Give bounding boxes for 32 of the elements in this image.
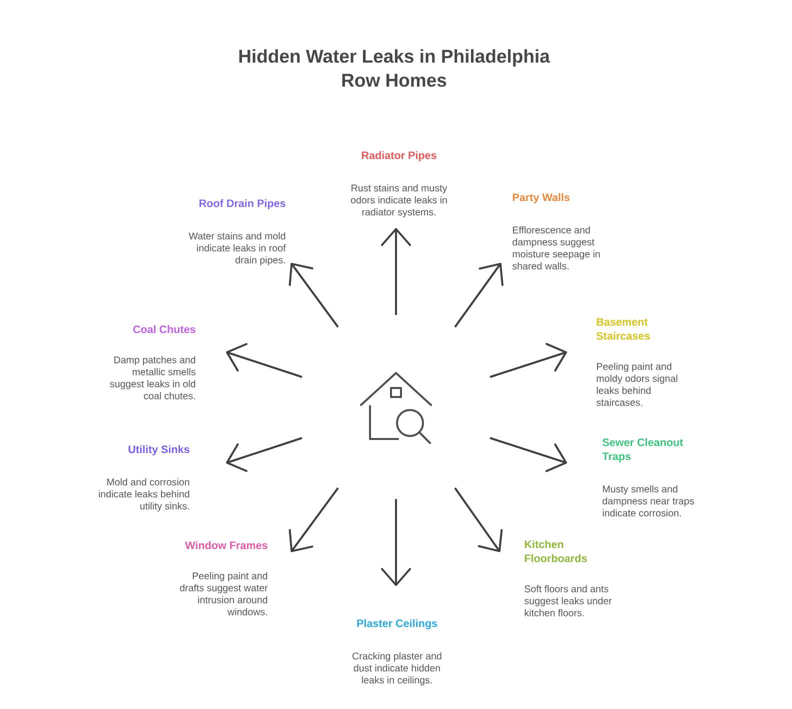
heading: Basement Staircases [596, 318, 650, 340]
description: Peeling paint and drafts suggest water intrusion around windows. [180, 572, 268, 616]
heading: Sewer Cleanout Traps [602, 438, 684, 462]
arrow [381, 228, 411, 315]
heading: Radiator Pipes [362, 151, 436, 162]
description: Peeling paint and moldy odors signal leaks behind staircases. [596, 362, 678, 406]
heading: Roof Drain Pipes [200, 199, 286, 210]
arrow [490, 437, 568, 472]
heading: Plaster Ceilings [357, 619, 438, 630]
arrow [490, 342, 568, 378]
heading: Utility Sinks [128, 445, 190, 456]
heading: Coal Chutes [133, 325, 196, 334]
description: Damp patches and metallic smells suggest leaks in old coal chutes. [110, 356, 196, 400]
description: Cracking plaster and dust indicate hidden leaks in ceilings. [352, 652, 442, 686]
arrow [454, 487, 503, 552]
arrow [381, 499, 411, 586]
arrow [226, 437, 302, 472]
description: Water stains and mold indicate leaks in roof drain pipes. [188, 232, 286, 266]
description: Efflorescence and dampness suggest moisture seepage in shared walls. [512, 226, 600, 270]
house-search-icon [360, 372, 432, 444]
heading: Party Walls [512, 193, 570, 204]
arrow [454, 262, 504, 328]
arrow [288, 487, 339, 552]
arrow [226, 343, 302, 378]
arrow [288, 262, 339, 328]
heading: Window Frames [185, 541, 268, 550]
description: Mold and corrosion indicate leaks behind utility sinks. [98, 478, 190, 512]
description: Soft floors and ants suggest leaks under kitchen floors. [524, 585, 612, 616]
description: Rust stains and musty odors indicate leaks in radiator systems. [350, 184, 448, 218]
title: Hidden Water Leaks in Philadelphia Row Homes [239, 49, 550, 87]
heading: Kitchen Floorboards [524, 540, 587, 562]
description: Musty smells and dampness near traps indicate corrosion. [602, 485, 694, 516]
